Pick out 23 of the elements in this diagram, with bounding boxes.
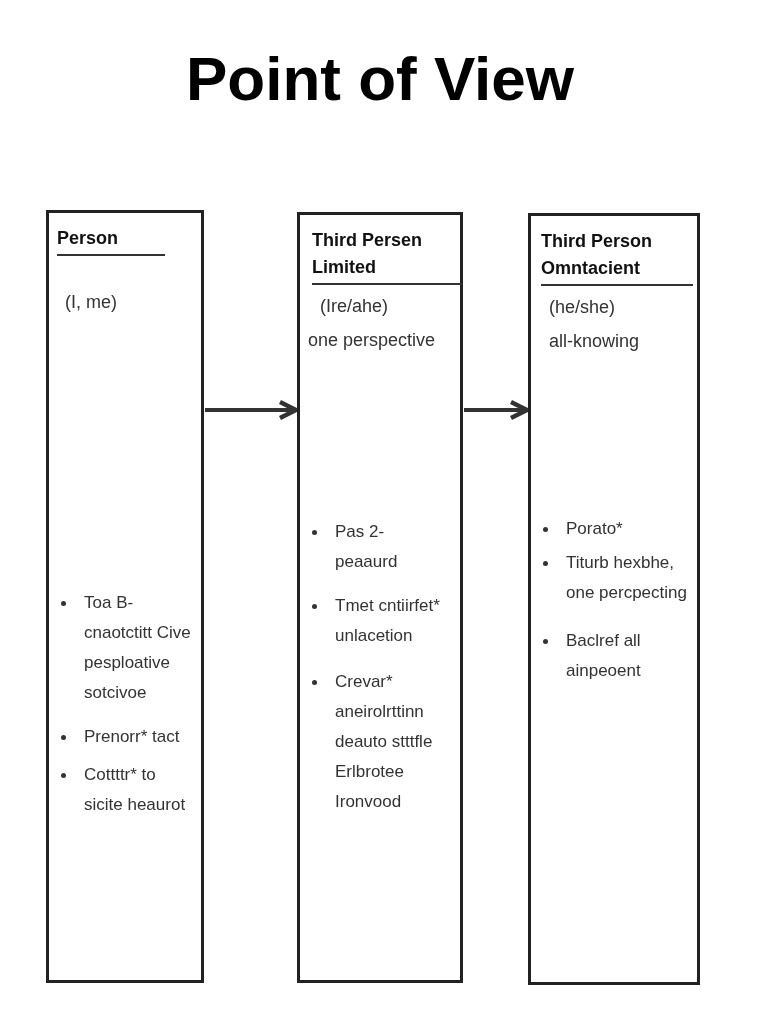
- column-heading: Third Person Omntacient: [541, 228, 693, 286]
- bullet-text: Titurb hexbhe, one percpecting: [566, 552, 688, 604]
- bullet-text: Tmet cntiirfet* unlacetion: [335, 595, 441, 647]
- diagram-title: Point of View: [184, 48, 576, 110]
- bullet-text: Crevar* aneirolrttinn deauto stttfle Erlbrotee Ironvood: [335, 671, 434, 813]
- column-box: [528, 213, 700, 985]
- column-box: [46, 210, 204, 983]
- subtitle-text: (Ire/ahe): [319, 295, 390, 318]
- arrow: [205, 399, 299, 421]
- subtitle-text: all-knowing: [548, 330, 641, 353]
- bullet-text: Pas 2- peaaurd: [335, 521, 399, 573]
- bullet-text: Cottttr* to sicite heaurot: [84, 764, 187, 816]
- arrow: [464, 399, 530, 421]
- bullet-text: Prenorr* tact: [84, 726, 181, 748]
- subtitle-text: one perspective: [307, 329, 437, 352]
- bullet-text: Porato*: [566, 518, 624, 540]
- subtitle-text: (he/she): [548, 296, 617, 319]
- subtitle-text: (I, me): [64, 291, 118, 314]
- column-heading: Person: [57, 225, 165, 256]
- bullet-text: Baclref all ainpeoent: [566, 630, 642, 682]
- column-box: [297, 212, 463, 983]
- column-heading: Third Persen Limited: [312, 227, 462, 285]
- bullet-text: Toa B- cnaotctitt Cive pesploative sotcivoe: [84, 592, 192, 704]
